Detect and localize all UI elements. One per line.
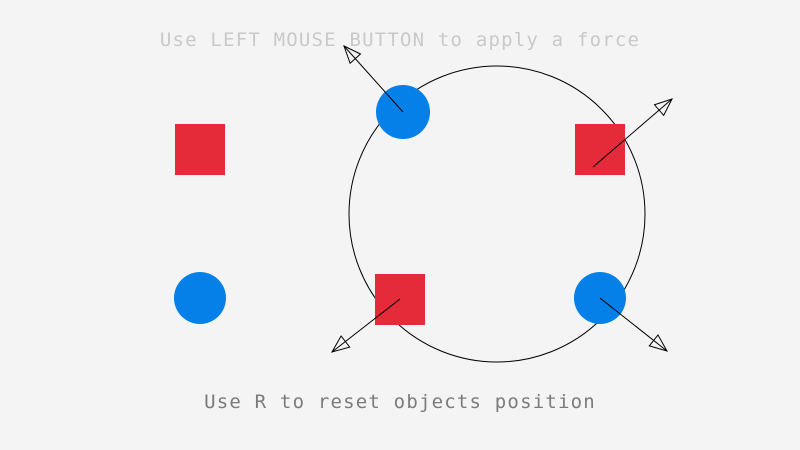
force-arrow-square-top-right [592, 98, 673, 168]
bodies-group [174, 85, 626, 325]
body-square-top-right[interactable] [575, 124, 625, 175]
force-vectors-group [330, 45, 673, 353]
container-circle-outline [348, 65, 646, 363]
force-arrow-square-bottom-center [330, 298, 401, 353]
force-arrow-circle-bottom-right [599, 297, 669, 352]
body-circle-bottom-left[interactable] [174, 272, 226, 324]
force-arrow-circle-top-center [343, 45, 404, 113]
body-square-top-left[interactable] [175, 124, 225, 175]
